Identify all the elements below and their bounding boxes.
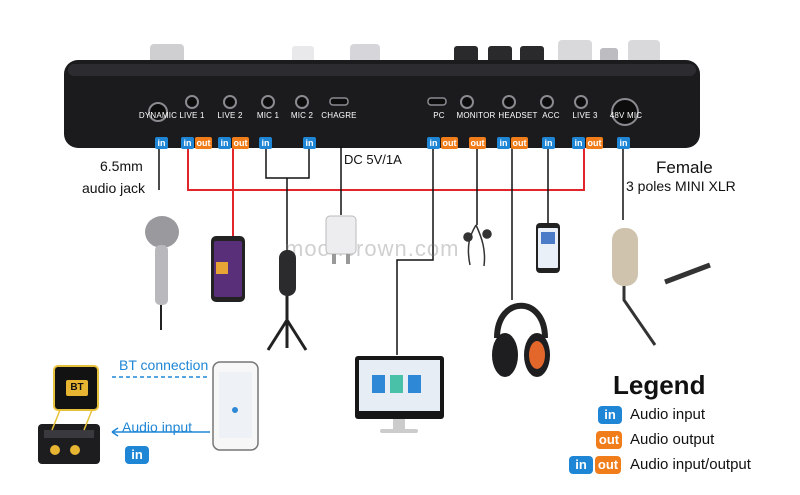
handheld-mic-icon <box>145 216 179 330</box>
bt-chip-label: BT <box>66 380 88 396</box>
legend-output-text: Audio output <box>630 431 714 448</box>
headphones-icon <box>492 306 550 377</box>
studio-mic-icon <box>612 228 710 345</box>
smartphone-small-icon <box>536 223 560 273</box>
condenser-mic-icon <box>268 250 306 350</box>
legend-inout-out-badge: out <box>595 456 621 474</box>
bluetooth-phone-icon <box>213 362 258 450</box>
charger-icon <box>326 216 356 264</box>
legend-inout-text: Audio input/output <box>630 456 751 473</box>
legend-inout-in-badge: in <box>569 456 593 474</box>
bt-in-badge: in <box>125 446 149 464</box>
audio-input-label: Audio input <box>122 419 192 435</box>
smartphone-icon <box>211 236 245 302</box>
earphones-icon <box>464 225 491 266</box>
bt-connection-label: BT connection <box>119 357 208 373</box>
legend-in-badge: in <box>598 406 622 424</box>
legend-title: Legend <box>613 370 705 401</box>
legend-out-badge: out <box>596 431 622 449</box>
legend-input-text: Audio input <box>630 406 705 423</box>
computer-monitor-icon <box>355 356 444 433</box>
